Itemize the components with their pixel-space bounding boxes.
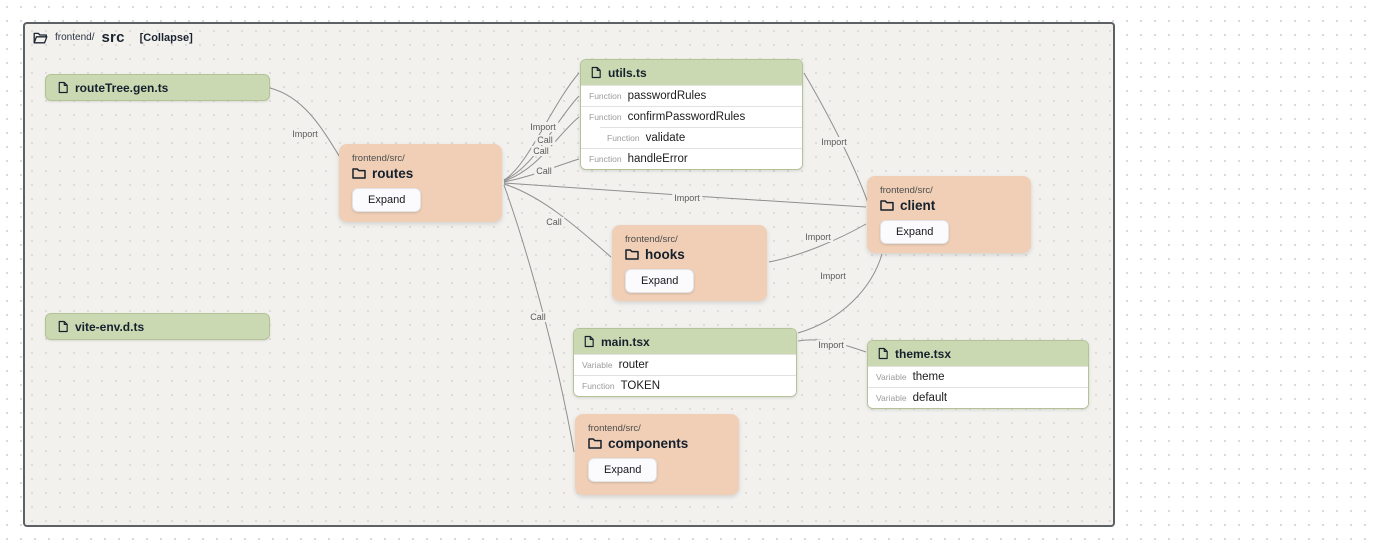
folder-icon xyxy=(588,438,602,449)
node-theme-tsx[interactable]: theme.tsx Variable theme Variable defaul… xyxy=(867,340,1089,409)
file-node-label: vite-env.d.ts xyxy=(75,319,145,334)
edge-label-call: Call xyxy=(544,217,564,227)
file-icon xyxy=(58,81,68,94)
member-name: theme xyxy=(912,371,945,383)
folder-icon xyxy=(625,249,639,260)
edge-label-import: Import xyxy=(672,193,702,203)
node-folder-routes[interactable]: frontend/src/ routes Expand xyxy=(339,144,502,222)
member-row-default[interactable]: Variable default xyxy=(868,387,1088,408)
folder-path: frontend/src/ xyxy=(588,423,641,434)
file-node-title: theme.tsx xyxy=(895,346,952,361)
node-folder-hooks[interactable]: frontend/src/ hooks Expand xyxy=(612,225,767,301)
breadcrumb-title: src xyxy=(101,29,125,46)
member-kind: Function xyxy=(582,381,615,391)
file-node-label: routeTree.gen.ts xyxy=(75,80,169,95)
folder-path: frontend/src/ xyxy=(625,234,678,245)
node-routetree-gen-ts[interactable]: routeTree.gen.ts xyxy=(45,74,270,101)
edge-label-call: Call xyxy=(528,312,548,322)
member-name: validate xyxy=(645,132,686,144)
member-name: default xyxy=(912,392,948,404)
member-kind: Function xyxy=(589,91,622,101)
folder-name: client xyxy=(900,198,936,213)
folder-name: hooks xyxy=(645,247,685,262)
file-node-header[interactable]: utils.ts xyxy=(581,60,802,85)
expand-button-client[interactable]: Expand xyxy=(880,220,950,244)
file-node-header[interactable]: theme.tsx xyxy=(868,341,1088,366)
member-kind: Function xyxy=(589,112,622,122)
member-kind: Function xyxy=(607,133,640,143)
expand-button-hooks[interactable]: Expand xyxy=(625,269,695,293)
expand-button-routes[interactable]: Expand xyxy=(352,188,422,212)
file-node-title: utils.ts xyxy=(608,65,647,80)
folder-path: frontend/src/ xyxy=(880,185,933,196)
node-folder-client[interactable]: frontend/src/ client Expand xyxy=(867,176,1031,253)
folder-icon xyxy=(880,200,894,211)
edge-label-call: Call xyxy=(535,135,555,145)
collapse-button[interactable]: [Collapse] xyxy=(139,31,193,44)
file-icon xyxy=(584,335,594,348)
file-icon xyxy=(591,66,601,79)
node-utils-ts[interactable]: utils.ts Function passwordRules Function… xyxy=(580,59,803,170)
member-kind: Variable xyxy=(582,360,613,370)
member-row-passwordrules[interactable]: Function passwordRules xyxy=(581,85,802,106)
folder-name: routes xyxy=(372,166,414,181)
member-name: handleError xyxy=(627,153,688,165)
file-icon xyxy=(878,347,888,360)
expand-button-components[interactable]: Expand xyxy=(588,458,658,482)
node-folder-components[interactable]: frontend/src/ components Expand xyxy=(575,414,739,495)
member-row-confirmpasswordrules[interactable]: Function confirmPasswordRules xyxy=(581,106,802,127)
edge-label-import: Import xyxy=(803,232,833,242)
edge-label-import: Import xyxy=(816,340,846,350)
member-row-router[interactable]: Variable router xyxy=(574,354,796,375)
edge-label-import: Import xyxy=(528,122,558,132)
member-row-theme[interactable]: Variable theme xyxy=(868,366,1088,387)
folder-open-icon xyxy=(33,32,48,44)
breadcrumb-path: frontend/ xyxy=(55,32,95,43)
folder-name: components xyxy=(608,436,689,451)
edge-label-call: Call xyxy=(531,146,551,156)
node-main-tsx[interactable]: main.tsx Variable router Function TOKEN xyxy=(573,328,797,397)
member-row-validate[interactable]: Function validate xyxy=(600,127,802,148)
edge-label-import: Import xyxy=(819,137,849,147)
file-icon xyxy=(58,320,68,333)
member-name: TOKEN xyxy=(620,380,661,392)
folder-icon xyxy=(352,168,366,179)
member-row-token[interactable]: Function TOKEN xyxy=(574,375,796,396)
edge-label-import: Import xyxy=(818,271,848,281)
edge-label-import: Import xyxy=(290,129,320,139)
member-kind: Variable xyxy=(876,372,907,382)
member-row-handleerror[interactable]: Function handleError xyxy=(581,148,802,169)
file-node-title: main.tsx xyxy=(601,334,650,349)
edge-label-call: Call xyxy=(534,166,554,176)
node-vite-env-d-ts[interactable]: vite-env.d.ts xyxy=(45,313,270,340)
folder-path: frontend/src/ xyxy=(352,153,405,164)
member-name: confirmPasswordRules xyxy=(627,111,746,123)
member-kind: Function xyxy=(589,154,622,164)
file-node-header[interactable]: main.tsx xyxy=(574,329,796,354)
member-name: router xyxy=(618,359,649,371)
breadcrumb: frontend/ src [Collapse] xyxy=(33,29,193,46)
member-name: passwordRules xyxy=(627,90,707,102)
member-kind: Variable xyxy=(876,393,907,403)
